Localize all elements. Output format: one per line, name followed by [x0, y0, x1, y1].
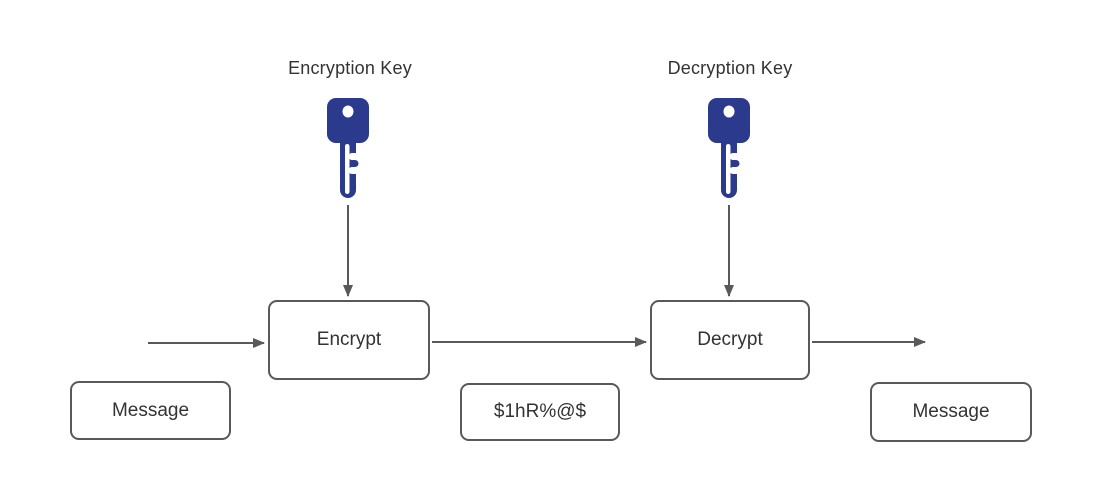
message-output-box: Message — [870, 382, 1032, 442]
message-input-box: Message — [70, 381, 231, 440]
ciphertext-box: $1hR%@$ — [460, 383, 620, 441]
decrypt-box: Decrypt — [650, 300, 810, 380]
decryption-key-icon — [708, 98, 750, 198]
encryption-key-label: Encryption Key — [288, 58, 412, 78]
encryption-key-icon — [327, 98, 369, 198]
decryption-key-label: Decryption Key — [667, 58, 793, 78]
encrypt-box: Encrypt — [268, 300, 430, 380]
